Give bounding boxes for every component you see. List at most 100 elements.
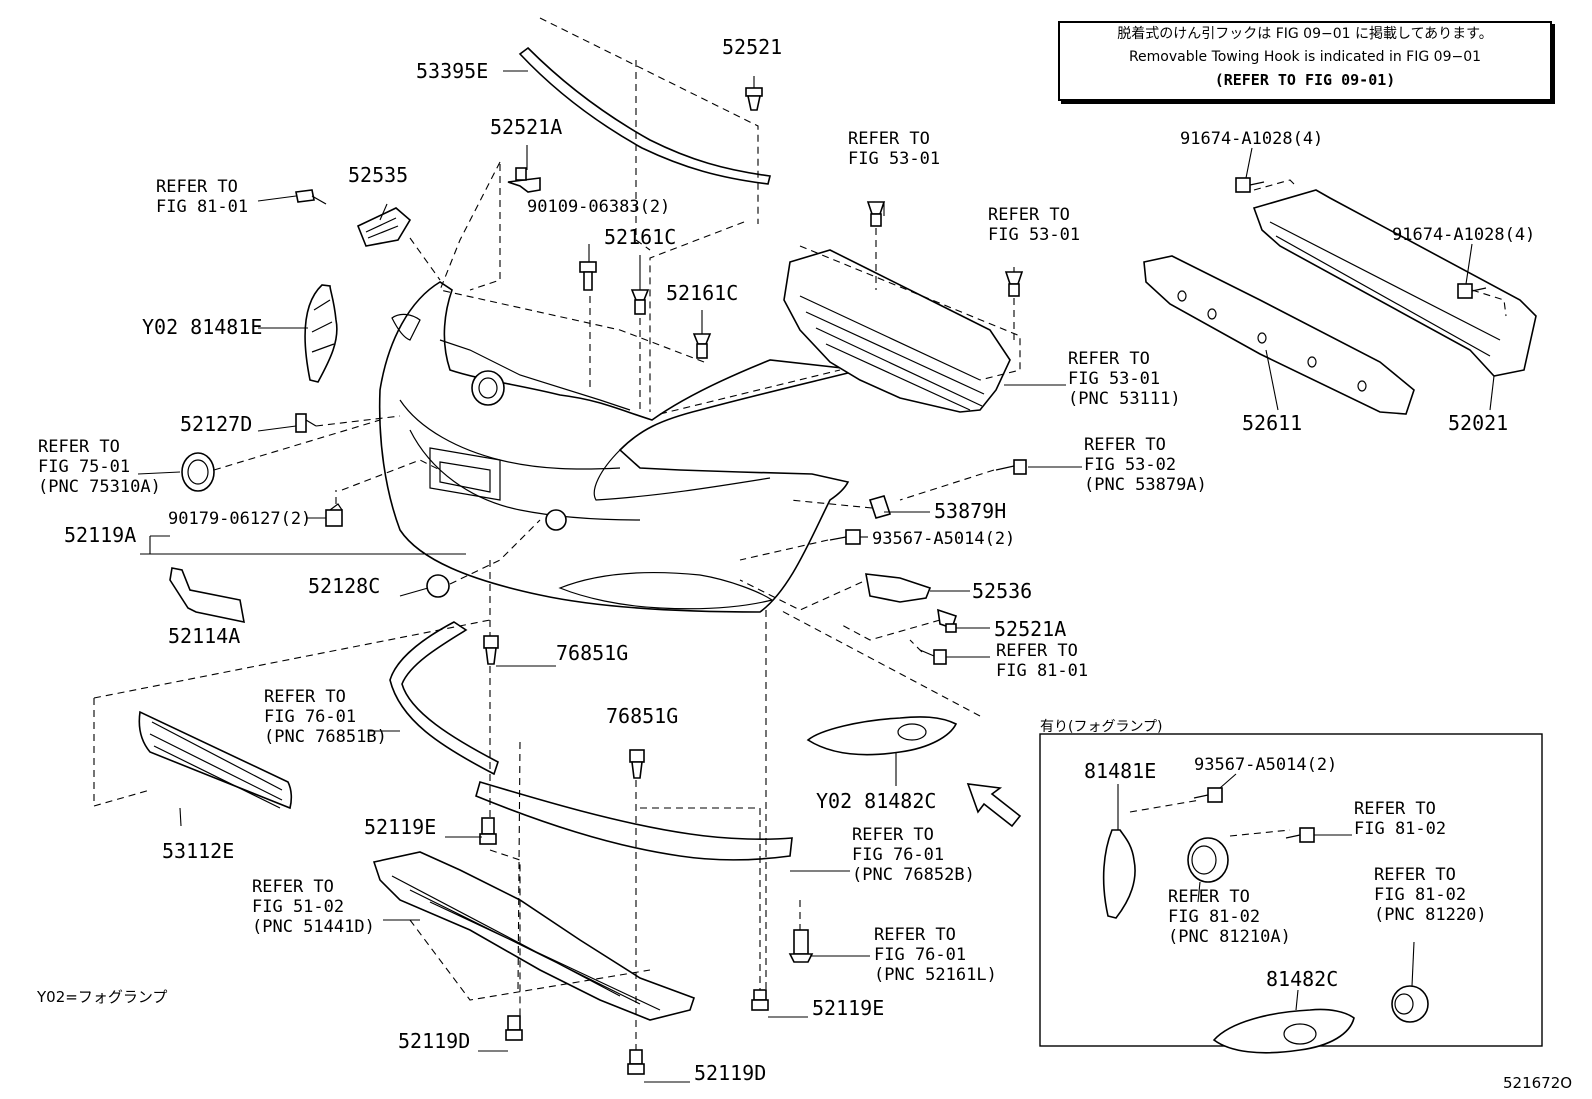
tow-hook-hole [545, 509, 567, 531]
inset-part-93567-screw[interactable] [1193, 787, 1223, 803]
inset-part-81481E[interactable] [1102, 829, 1136, 919]
label-93567-inset: 93567-A5014(2) [1194, 755, 1337, 775]
part-52521A-clip[interactable] [507, 167, 541, 193]
svg-text:FIG 81-02: FIG 81-02 [1374, 885, 1466, 905]
part-52161C-clip-1[interactable] [630, 289, 650, 315]
part-52536-bracket[interactable] [865, 573, 932, 603]
inset-part-81482C-cover[interactable] [1212, 1008, 1355, 1054]
part-53111-grille[interactable] [783, 249, 1011, 413]
part-90109-bolt[interactable] [579, 261, 597, 291]
part-81482C-cover[interactable] [806, 716, 958, 756]
part-52021-reinforcement[interactable] [1252, 189, 1537, 377]
part-52161L-clip[interactable] [788, 929, 814, 963]
svg-text:FIG 76-01: FIG 76-01 [852, 845, 944, 865]
refer-fig81-02-a[interactable]: REFER TO FIG 81-02 [1354, 799, 1446, 839]
part-91674-bolt-1[interactable] [1235, 177, 1265, 193]
svg-text:REFER TO: REFER TO [38, 437, 120, 457]
svg-text:(PNC 51441D): (PNC 51441D) [252, 917, 375, 937]
svg-text:(PNC 52161L): (PNC 52161L) [874, 965, 997, 985]
part-52119E-bolt-2[interactable] [751, 989, 769, 1011]
part-screw-81-01-right[interactable] [919, 649, 947, 665]
part-51441D-undercover[interactable] [372, 851, 696, 1021]
part-91674-bolt-2[interactable] [1457, 283, 1487, 299]
part-52119D-bolt-1[interactable] [505, 1015, 523, 1041]
label-52119D-2: 52119D [694, 1061, 766, 1085]
svg-text:REFER TO: REFER TO [848, 129, 930, 149]
part-76852B-molding[interactable] [475, 781, 793, 861]
svg-text:REFER TO: REFER TO [852, 825, 934, 845]
figure-id: 521672O [1503, 1074, 1573, 1092]
label-53879H: 53879H [934, 499, 1006, 523]
refer-fig76-01-a[interactable]: REFER TO FIG 76-01 (PNC 76851B) [264, 687, 387, 747]
label-52021: 52021 [1448, 411, 1508, 435]
label-53395E: 53395E [416, 59, 488, 83]
part-52127D-plug[interactable] [295, 413, 317, 433]
svg-text:(PNC 81210A): (PNC 81210A) [1168, 927, 1291, 947]
refer-fig76-01-c[interactable]: REFER TO FIG 76-01 (PNC 52161L) [874, 925, 997, 985]
refer-fig81-01-b[interactable]: REFER TO FIG 81-01 [996, 641, 1088, 681]
part-53879H-clip[interactable] [868, 495, 892, 519]
part-90179-clip[interactable] [325, 503, 343, 527]
part-76851B-spoiler[interactable] [389, 621, 499, 776]
inset-part-screw-81-02[interactable] [1285, 827, 1315, 843]
towing-hook-note: 脱着式のけん引フックは FIG 09−01 に掲載してあります。 Removab… [1058, 21, 1552, 101]
svg-text:FIG 53-01: FIG 53-01 [988, 225, 1080, 245]
svg-text:REFER TO: REFER TO [1374, 865, 1456, 885]
refer-fig75-01[interactable]: REFER TO FIG 75-01 (PNC 75310A) [38, 437, 161, 497]
part-52161C-clip-2[interactable] [692, 333, 712, 359]
svg-text:FIG 76-01: FIG 76-01 [874, 945, 966, 965]
refer-fig53-01-b[interactable]: REFER TO FIG 53-01 [988, 205, 1080, 245]
part-52521A-clip-right[interactable] [937, 608, 958, 633]
label-52521: 52521 [722, 35, 782, 59]
part-76851G-bolt-2[interactable] [629, 749, 645, 779]
inset-part-81220-bulb[interactable] [1391, 985, 1429, 1023]
part-93567-screw[interactable] [829, 529, 861, 545]
svg-text:FIG 81-02: FIG 81-02 [1354, 819, 1446, 839]
refer-fig53-01-c[interactable]: REFER TO FIG 53-01 (PNC 53111) [1068, 349, 1181, 409]
refer-fig81-01-a[interactable]: REFER TO FIG 81-01 [156, 177, 248, 217]
svg-text:REFER TO: REFER TO [1068, 349, 1150, 369]
part-screw-81-01[interactable] [295, 189, 327, 205]
inset-arrow-icon [966, 783, 1022, 828]
part-52114A-bracket[interactable] [169, 567, 245, 624]
svg-text:REFER TO: REFER TO [1168, 887, 1250, 907]
label-52119A: 52119A [64, 523, 136, 547]
part-52521-clip[interactable] [745, 87, 763, 111]
refer-fig53-02[interactable]: REFER TO FIG 53-02 (PNC 53879A) [1084, 435, 1207, 495]
label-52114A: 52114A [168, 624, 240, 648]
svg-text:FIG 53-01: FIG 53-01 [1068, 369, 1160, 389]
svg-text:FIG 81-01: FIG 81-01 [156, 197, 248, 217]
part-53879A-screw[interactable] [995, 459, 1027, 475]
refer-fig76-01-b[interactable]: REFER TO FIG 76-01 (PNC 76852B) [852, 825, 975, 885]
label-52119E-2: 52119E [812, 996, 884, 1020]
part-52128C-cap[interactable] [426, 574, 450, 598]
part-53112E-grille[interactable] [138, 710, 293, 810]
part-clip-53-01-b[interactable] [1004, 271, 1024, 297]
refer-fig81-02-c[interactable]: REFER TO FIG 81-02 (PNC 81220) [1374, 865, 1487, 925]
label-52127D: 52127D [180, 412, 252, 436]
part-53395E-strip[interactable] [518, 46, 771, 185]
label-90179: 90179-06127(2) [168, 509, 311, 529]
svg-text:FIG 81-01: FIG 81-01 [996, 661, 1088, 681]
svg-text:REFER TO: REFER TO [988, 205, 1070, 225]
label-52161C-2: 52161C [666, 281, 738, 305]
refer-fig51-02[interactable]: REFER TO FIG 51-02 (PNC 51441D) [252, 877, 375, 937]
part-52119D-bolt-2[interactable] [627, 1049, 645, 1075]
part-52611-absorber[interactable] [1143, 255, 1415, 415]
label-52119D-1: 52119D [398, 1029, 470, 1053]
inset-part-81210A-lamp[interactable] [1187, 837, 1229, 883]
part-76851G-bolt-1[interactable] [483, 635, 499, 665]
part-52535-bracket[interactable] [356, 207, 412, 247]
svg-text:(PNC 81220): (PNC 81220) [1374, 905, 1487, 925]
part-clip-53-01-a[interactable] [866, 201, 886, 227]
part-bumper-cover-52119A[interactable] [378, 281, 861, 613]
part-52119E-bolt-1[interactable] [479, 817, 497, 845]
label-91674-2: 91674-A1028(4) [1392, 225, 1535, 245]
part-81481E-bezel[interactable] [304, 284, 338, 383]
refer-fig53-01-a[interactable]: REFER TO FIG 53-01 [848, 129, 940, 169]
refer-fig81-02-b[interactable]: REFER TO FIG 81-02 (PNC 81210A) [1168, 887, 1291, 947]
part-75310A-emblem[interactable] [181, 452, 215, 492]
label-81482C-main: Y02 81482C [816, 789, 936, 813]
label-53112E: 53112E [162, 839, 234, 863]
emblem-socket [471, 370, 505, 406]
